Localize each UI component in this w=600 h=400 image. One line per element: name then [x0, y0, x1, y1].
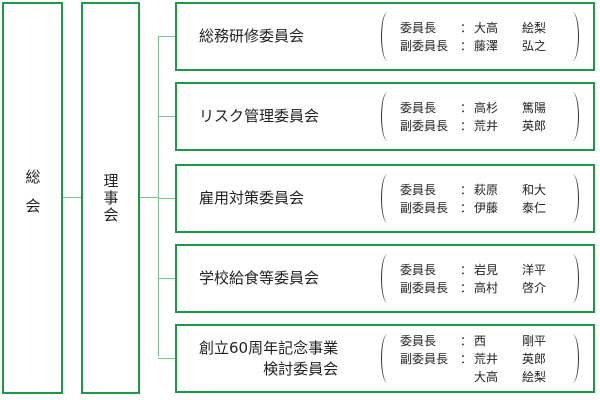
member-row: 大高 絵梨 — [382, 368, 572, 386]
right-parenthesis — [566, 254, 579, 303]
member-given-name: 和大 — [522, 182, 547, 197]
member-family-name: 藤澤 — [474, 38, 499, 53]
connector — [140, 197, 158, 198]
member-given-name: 剛平 — [522, 333, 547, 348]
colon: ： — [460, 200, 473, 215]
member-role: 副委員長 — [400, 200, 449, 215]
member-family-name: 萩原 — [474, 182, 499, 197]
connector — [63, 197, 81, 198]
member-role: 委員長 — [400, 20, 437, 35]
left-parenthesis — [381, 12, 394, 61]
connector — [158, 116, 175, 117]
member-row: 委員長 ：岩見 洋平 — [382, 261, 572, 279]
connector — [158, 198, 175, 199]
member-row: 委員長 ：萩原 和大 — [382, 181, 572, 199]
member-list: 委員長 ：西 剛平副委員長 ：荒井 英郎大高 絵梨 — [382, 326, 572, 391]
left-parenthesis — [381, 334, 394, 383]
right-parenthesis — [566, 12, 579, 61]
left-parenthesis — [381, 174, 394, 223]
connector — [158, 358, 175, 359]
member-role: 委員長 — [400, 333, 437, 348]
committee-name: 学校給食等委員会 — [199, 246, 319, 311]
member-role: 副委員長 — [400, 38, 449, 53]
member-given-name: 絵梨 — [522, 369, 547, 384]
colon: ： — [460, 333, 473, 348]
member-family-name: 伊藤 — [474, 200, 499, 215]
connector — [158, 36, 175, 37]
member-family-name: 大高 — [474, 369, 499, 384]
member-family-name: 高村 — [474, 280, 499, 295]
member-list: 委員長 ：大高 絵梨副委員長 ：藤澤 弘之 — [382, 4, 572, 69]
member-family-name: 西 — [474, 333, 487, 348]
right-parenthesis — [566, 174, 579, 223]
colon: ： — [460, 351, 473, 366]
connector — [158, 278, 175, 279]
member-given-name: 泰仁 — [522, 200, 547, 215]
member-row: 委員長 ：西 剛平 — [382, 332, 572, 350]
member-given-name: 英郎 — [522, 118, 547, 133]
member-given-name: 洋平 — [522, 262, 547, 277]
committee-name: 雇用対策委員会 — [199, 166, 304, 231]
member-family-name: 荒井 — [474, 118, 499, 133]
member-family-name: 荒井 — [474, 351, 499, 366]
member-row: 副委員長 ：藤澤 弘之 — [382, 37, 572, 55]
member-role: 委員長 — [400, 100, 437, 115]
member-given-name: 英郎 — [522, 351, 547, 366]
member-row: 副委員長 ：伊藤 泰仁 — [382, 199, 572, 217]
member-role: 委員長 — [400, 182, 437, 197]
member-list: 委員長 ：萩原 和大副委員長 ：伊藤 泰仁 — [382, 166, 572, 231]
committee-box: 雇用対策委員会 委員長 ：萩原 和大副委員長 ：伊藤 泰仁 — [175, 164, 595, 233]
colon: ： — [460, 118, 473, 133]
member-family-name: 高杉 — [474, 100, 499, 115]
left-parenthesis — [381, 92, 394, 141]
committee-box: リスク管理委員会 委員長 ：高杉 篤陽副委員長 ：荒井 英郎 — [175, 82, 595, 151]
right-parenthesis — [566, 92, 579, 141]
member-list: 委員長 ：高杉 篤陽副委員長 ：荒井 英郎 — [382, 84, 572, 149]
member-given-name: 啓介 — [522, 280, 547, 295]
board-label: 理事会 — [101, 172, 120, 224]
member-row: 副委員長 ：高村 啓介 — [382, 279, 572, 297]
member-role: 委員長 — [400, 262, 437, 277]
colon: ： — [460, 182, 473, 197]
general-assembly-label: 総会 — [23, 169, 42, 227]
member-family-name: 岩見 — [474, 262, 499, 277]
committee-name-line: 創立60周年記念事業 — [199, 338, 339, 357]
member-row: 委員長 ：大高 絵梨 — [382, 19, 572, 37]
member-given-name: 弘之 — [522, 38, 547, 53]
member-list: 委員長 ：岩見 洋平副委員長 ：高村 啓介 — [382, 246, 572, 311]
member-row: 委員長 ：高杉 篤陽 — [382, 99, 572, 117]
committee-name-line: 雇用対策委員会 — [199, 189, 305, 207]
committee-name-line: 学校給食等委員会 — [199, 269, 320, 287]
committee-name: リスク管理委員会 — [199, 84, 319, 149]
member-role: 副委員長 — [400, 351, 449, 366]
committee-name: 総務研修委員会 — [199, 4, 304, 69]
member-given-name: 篤陽 — [522, 100, 547, 115]
committee-name-line: 総務研修委員会 — [199, 27, 305, 45]
connector-trunk — [158, 36, 159, 356]
member-role — [400, 368, 460, 386]
member-row: 副委員長 ：荒井 英郎 — [382, 350, 572, 368]
committee-box: 総務研修委員会 委員長 ：大高 絵梨副委員長 ：藤澤 弘之 — [175, 2, 595, 71]
colon — [460, 368, 474, 386]
left-parenthesis — [381, 254, 394, 303]
committee-box: 学校給食等委員会 委員長 ：岩見 洋平副委員長 ：高村 啓介 — [175, 244, 595, 313]
committee-box: 創立60周年記念事業検討委員会 委員長 ：西 剛平副委員長 ：荒井 英郎大高 絵梨 — [175, 324, 595, 393]
committee-name-line: 検討委員会 — [263, 359, 339, 378]
colon: ： — [460, 38, 473, 53]
colon: ： — [460, 262, 473, 277]
colon: ： — [460, 100, 473, 115]
right-parenthesis — [566, 334, 579, 383]
general-assembly-box: 総会 — [2, 2, 63, 394]
member-family-name: 大高 — [474, 20, 499, 35]
member-role: 副委員長 — [400, 118, 449, 133]
member-role: 副委員長 — [400, 280, 449, 295]
colon: ： — [460, 280, 473, 295]
board-box: 理事会 — [81, 2, 140, 394]
member-given-name: 絵梨 — [522, 20, 547, 35]
colon: ： — [460, 20, 473, 35]
member-row: 副委員長 ：荒井 英郎 — [382, 117, 572, 135]
committee-name-line: リスク管理委員会 — [199, 107, 320, 125]
committee-name: 創立60周年記念事業検討委員会 — [199, 326, 338, 391]
